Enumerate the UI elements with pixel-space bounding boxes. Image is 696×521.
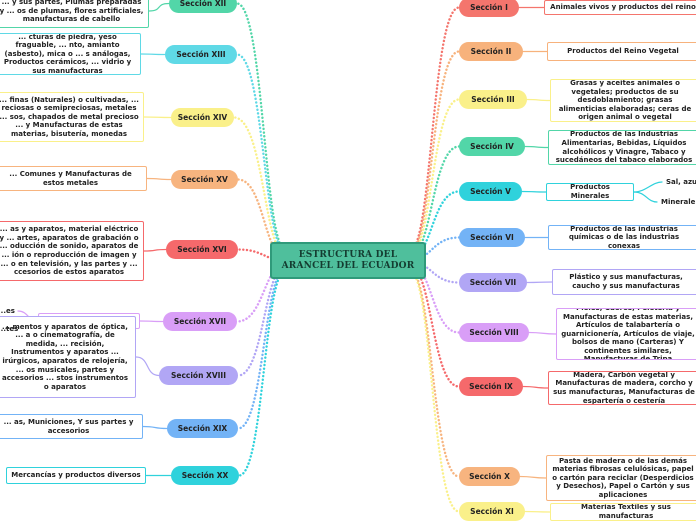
section-description[interactable]: Materias Textiles y sus manufacturas — [550, 503, 696, 521]
section-node[interactable]: Sección V — [459, 182, 522, 201]
connector-line — [408, 98, 461, 256]
connector-line — [146, 177, 172, 181]
connector-line — [408, 50, 461, 254]
connector-line — [521, 190, 547, 193]
section-description[interactable]: Plástico y sus manufacturas, caucho y su… — [552, 269, 696, 295]
connector-line — [236, 266, 288, 430]
connector-line — [135, 356, 160, 377]
section-description[interactable]: Pieles, Cueros, Peletería y Manufacturas… — [556, 308, 696, 360]
sub-topic[interactable]: ...tes — [0, 325, 19, 333]
section-node[interactable]: Sección X — [459, 467, 520, 486]
section-node[interactable]: Sección VIII — [459, 323, 529, 342]
connector-line — [408, 268, 461, 478]
section-node[interactable]: Sección III — [459, 90, 527, 109]
section-node[interactable]: Sección XIX — [167, 419, 238, 438]
section-description[interactable]: ... Comunes y Manufacturas de estos meta… — [0, 166, 147, 191]
section-node[interactable]: Sección VI — [459, 228, 525, 247]
connector-line — [139, 320, 164, 323]
connector-line — [526, 281, 553, 284]
section-description[interactable]: Productos del Reino Vegetal — [547, 42, 696, 61]
connector-line — [140, 53, 166, 56]
sub-topic[interactable]: ...es — [0, 307, 15, 315]
section-description[interactable]: ... y sus partes, Plumas preparadas y ..… — [0, 0, 149, 28]
connector-line — [235, 2, 288, 252]
section-description[interactable]: ... as y aparatos, material eléctrico y … — [0, 221, 144, 281]
section-description[interactable]: Mercancías y productos diversos — [6, 467, 146, 484]
section-node[interactable]: Sección VII — [459, 273, 527, 292]
section-description[interactable]: Productos de las industrias químicas o d… — [548, 225, 696, 250]
section-description[interactable]: Grasas y aceites animales o vegetales; p… — [550, 79, 696, 122]
section-node[interactable]: Sección XVII — [163, 312, 237, 331]
connector-line — [408, 236, 461, 262]
connector-line — [526, 98, 551, 102]
central-topic[interactable]: ESTRUCTURA DEL ARANCEL DEL ECUADOR — [270, 242, 426, 279]
section-node[interactable]: Sección XIV — [171, 108, 234, 127]
section-description[interactable]: Productos Minerales — [546, 183, 634, 201]
connector-line — [528, 331, 557, 335]
section-node[interactable]: Sección XIII — [165, 45, 237, 64]
connector-line — [232, 116, 288, 257]
connector-line — [408, 6, 461, 253]
sub-topic[interactable]: Sal, azu... — [666, 178, 696, 186]
connector-line — [524, 145, 549, 149]
section-node[interactable]: Sección XI — [459, 502, 525, 521]
sub-topic[interactable]: Minerale... — [661, 198, 696, 206]
connector-line — [408, 260, 461, 284]
section-description[interactable]: Madera, Carbón vegetal y Manufacturas de… — [548, 371, 696, 405]
connector-line — [143, 116, 172, 119]
section-node[interactable]: Sección XVI — [166, 240, 238, 259]
section-node[interactable]: Sección I — [459, 0, 519, 17]
connector-line — [408, 264, 461, 388]
connector-line — [235, 53, 288, 254]
connector-line — [142, 425, 168, 430]
section-description[interactable]: ... as, Municiones, Y sus partes y acces… — [0, 414, 143, 439]
section-node[interactable]: Sección IV — [459, 137, 525, 156]
connector-line — [519, 475, 547, 479]
section-node[interactable]: Sección XV — [171, 170, 238, 189]
connector-line — [408, 269, 461, 513]
section-description[interactable]: Productos de las Industrias Alimentarias… — [548, 130, 696, 165]
connector-line — [143, 248, 167, 252]
connector-line — [633, 191, 658, 203]
connector-line — [633, 181, 663, 193]
section-description[interactable]: Animales vivos y productos del reino — [544, 0, 696, 15]
section-description[interactable]: ... finas (Naturales) o cultivadas, ... … — [0, 92, 144, 142]
section-description[interactable]: Pasta de madera o de las demás materias … — [546, 455, 696, 501]
connector-line — [524, 510, 551, 513]
connector-line — [522, 385, 549, 389]
section-node[interactable]: Sección XII — [169, 0, 237, 13]
connector-line — [237, 268, 288, 477]
section-description[interactable]: ... cturas de piedra, yeso fraguable, ..… — [0, 33, 141, 75]
section-node[interactable]: Sección II — [459, 42, 523, 61]
connector-line — [148, 2, 170, 12]
section-node[interactable]: Sección IX — [459, 377, 523, 396]
section-description[interactable]: ... mentos y aparatos de óptica, ... a o… — [0, 316, 136, 398]
section-node[interactable]: Sección XVIII — [159, 366, 238, 385]
section-node[interactable]: Sección XX — [171, 466, 239, 485]
